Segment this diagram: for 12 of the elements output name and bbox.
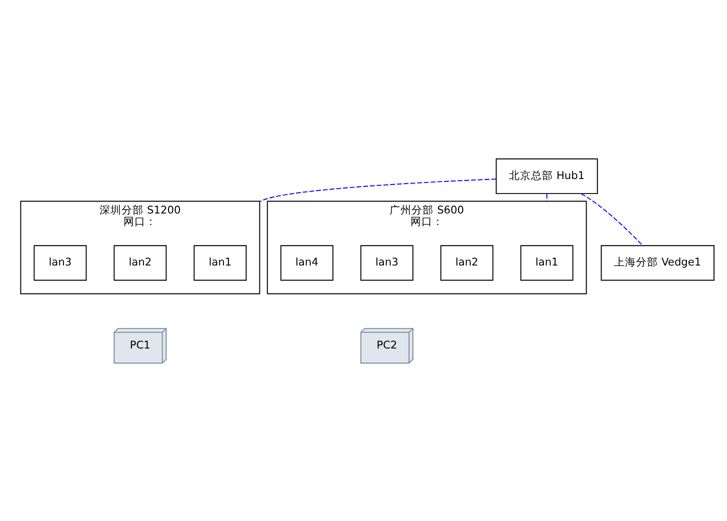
node-box: lan1 bbox=[194, 244, 247, 280]
node-box: lan1 bbox=[520, 244, 574, 280]
node-box: 北京总部 Hub1 bbox=[496, 158, 598, 194]
connector bbox=[259, 178, 496, 202]
node-box: 上海分部 Vedge1 bbox=[600, 244, 714, 280]
connector bbox=[546, 192, 548, 202]
node-box: lan3 bbox=[34, 244, 87, 280]
node-box: lan4 bbox=[280, 244, 334, 280]
node-box: lan2 bbox=[114, 244, 167, 280]
node-box: lan2 bbox=[440, 244, 494, 280]
node-box: lan3 bbox=[360, 244, 414, 280]
connector bbox=[580, 192, 644, 246]
